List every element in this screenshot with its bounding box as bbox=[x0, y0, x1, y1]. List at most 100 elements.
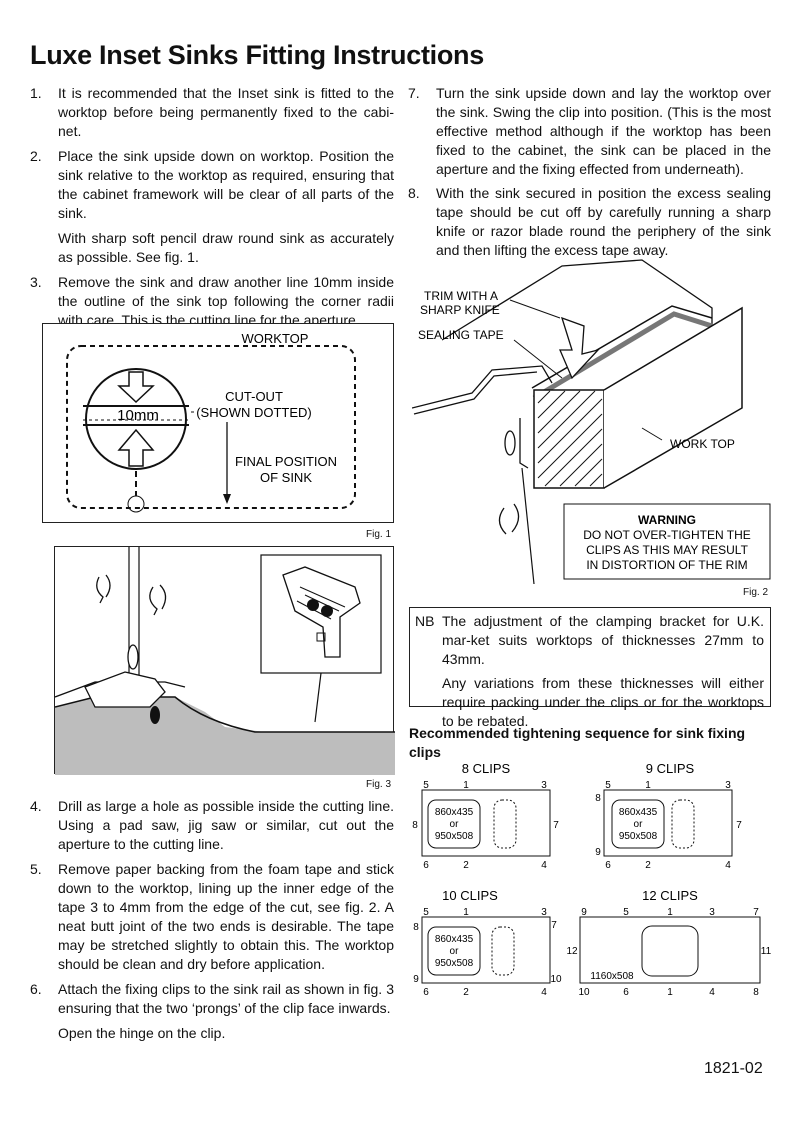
clip-number: 7 bbox=[753, 907, 759, 918]
sink-size: 860x435 bbox=[435, 807, 474, 818]
fig2-worktop-label: WORK TOP bbox=[670, 437, 735, 451]
sequence-title: 12 CLIPS bbox=[642, 888, 698, 903]
clip-number: 7 bbox=[551, 920, 557, 931]
step-text: It is recommended that the Inset sink is… bbox=[58, 85, 394, 139]
clip-number: 1 bbox=[463, 907, 469, 918]
clip-number: 11 bbox=[761, 946, 772, 957]
fig2-warning-title: WARNING bbox=[638, 513, 696, 527]
nb-line-2: Any variations from these thicknesses wi… bbox=[442, 675, 764, 729]
clip-number: 5 bbox=[605, 780, 611, 791]
clip-number: 2 bbox=[463, 860, 469, 871]
step-text: Remove paper backing from the foam tape … bbox=[58, 861, 394, 972]
step-number: 5. bbox=[30, 861, 42, 877]
step-6: 6. Attach the fixing clips to the sink r… bbox=[30, 980, 394, 1018]
step-number: 4. bbox=[30, 798, 42, 814]
step-number: 3. bbox=[30, 274, 42, 290]
clip-number: 9 bbox=[595, 847, 601, 858]
page-title: Luxe Inset Sinks Fitting Instructions bbox=[30, 40, 484, 70]
sink-size-or: or bbox=[450, 819, 460, 830]
clip-number: 6 bbox=[605, 860, 611, 871]
figure-3-diagram bbox=[54, 547, 395, 775]
clip-number: 9 bbox=[581, 907, 587, 918]
step-number: 2. bbox=[30, 148, 42, 164]
sequence-10-clips: 10 CLIPS 860x435 or 950x508 5 1 3 8 7 9 … bbox=[413, 888, 562, 998]
step-8: 8. With the sink secured in position the… bbox=[408, 184, 771, 260]
step-text: Place the sink upside down on worktop. P… bbox=[58, 148, 394, 221]
step-number: 8. bbox=[408, 185, 420, 201]
nb-text: The adjustment of the clamping bracket f… bbox=[442, 612, 764, 736]
clip-number: 3 bbox=[709, 907, 715, 918]
clip-number: 5 bbox=[423, 780, 429, 791]
step-4: 4. Drill as large a hole as possible ins… bbox=[30, 797, 394, 854]
sequence-8-clips: 8 CLIPS 860x435 or 950x508 5 1 3 8 7 6 2… bbox=[412, 761, 559, 871]
fig1-worktop-label: WORKTOP bbox=[242, 331, 309, 346]
fig2-sealing-label: SEALING TAPE bbox=[418, 328, 504, 342]
clip-number: 8 bbox=[412, 820, 418, 831]
nb-note: NB The adjustment of the clamping bracke… bbox=[409, 607, 771, 729]
sink-size: 1160x508 bbox=[590, 971, 634, 982]
step-number: 6. bbox=[30, 981, 42, 997]
step-6-note: Open the hinge on the clip. bbox=[58, 1025, 226, 1041]
clip-number: 9 bbox=[413, 974, 419, 985]
step-number: 7. bbox=[408, 85, 420, 101]
clip-number: 8 bbox=[413, 922, 419, 933]
clip-number: 7 bbox=[736, 820, 742, 831]
clip-number: 4 bbox=[541, 987, 547, 998]
step-2: 2. Place the sink upside down on worktop… bbox=[30, 147, 394, 223]
fig1-final-sublabel: OF SINK bbox=[260, 470, 312, 485]
fig1-final-label: FINAL POSITION bbox=[235, 454, 337, 469]
sequence-12-clips: 12 CLIPS 1160x508 9 5 1 3 7 12 11 10 6 1… bbox=[566, 888, 771, 998]
clip-number: 8 bbox=[595, 793, 601, 804]
clip-number: 1 bbox=[463, 780, 469, 791]
clip-number: 4 bbox=[725, 860, 731, 871]
figure-2-label: Fig. 2 bbox=[743, 587, 769, 598]
left-steps: 1. It is recommended that the Inset sink… bbox=[30, 84, 394, 330]
step-text: Turn the sink upside down and lay the wo… bbox=[436, 85, 771, 177]
figure-3 bbox=[54, 546, 395, 775]
clip-number: 1 bbox=[667, 987, 673, 998]
step-text: Drill as large a hole as possible inside… bbox=[58, 798, 394, 852]
sequence-heading: Recommended tightening sequence for sink… bbox=[409, 725, 746, 760]
fig1-dimension: 10mm bbox=[117, 407, 159, 424]
step-7: 7. Turn the sink upside down and lay the… bbox=[408, 84, 771, 179]
nb-line-1: The adjustment of the clamping bracket f… bbox=[442, 613, 764, 667]
clip-number: 10 bbox=[550, 974, 562, 985]
right-steps: 7. Turn the sink upside down and lay the… bbox=[408, 84, 771, 260]
clip-number: 3 bbox=[725, 780, 731, 791]
clip-number: 5 bbox=[423, 907, 429, 918]
clip-number: 1 bbox=[667, 907, 673, 918]
sequence-9-clips: 9 CLIPS 860x435 or 950x508 5 1 3 8 7 9 6… bbox=[595, 761, 742, 871]
clip-number: 3 bbox=[541, 907, 547, 918]
clip-number: 4 bbox=[541, 860, 547, 871]
figure-1: WORKTOP 10mm CUT-OUT (SHOWN DOTTED) FINA… bbox=[42, 323, 394, 523]
sink-size-or: or bbox=[450, 946, 460, 957]
fig1-cutout-sublabel: (SHOWN DOTTED) bbox=[196, 405, 312, 420]
clip-number: 10 bbox=[578, 987, 590, 998]
sink-size-or: or bbox=[634, 819, 644, 830]
clip-number: 6 bbox=[623, 987, 629, 998]
clip-number: 2 bbox=[463, 987, 469, 998]
fig2-warning-line-1: DO NOT OVER-TIGHTEN THE bbox=[583, 528, 751, 542]
clip-number: 6 bbox=[423, 987, 429, 998]
step-text: Attach the fixing clips to the sink rail… bbox=[58, 981, 394, 1016]
step-5: 5. Remove paper backing from the foam ta… bbox=[30, 860, 394, 974]
fig2-trim-label: TRIM WITH A bbox=[424, 289, 498, 303]
clip-number: 1 bbox=[645, 780, 651, 791]
clip-number: 4 bbox=[709, 987, 715, 998]
clip-number: 6 bbox=[423, 860, 429, 871]
fig2-trim-sublabel: SHARP KNIFE bbox=[420, 303, 500, 317]
step-1: 1. It is recommended that the Inset sink… bbox=[30, 84, 394, 141]
figure-2: TRIM WITH A SHARP KNIFE SEALING TAPE WOR… bbox=[411, 258, 772, 585]
step-text: Remove the sink and draw another line 10… bbox=[58, 274, 394, 328]
clip-number: 7 bbox=[553, 820, 559, 831]
step-2-note: With sharp soft pencil draw round sink a… bbox=[58, 230, 394, 265]
lower-steps: 4. Drill as large a hole as possible ins… bbox=[30, 797, 394, 1043]
figure-2-diagram: TRIM WITH A SHARP KNIFE SEALING TAPE WOR… bbox=[411, 259, 771, 585]
clip-number: 12 bbox=[566, 946, 578, 957]
step-text: With the sink secured in position the ex… bbox=[436, 185, 771, 258]
sequence-title: 8 CLIPS bbox=[462, 761, 511, 776]
step-number: 1. bbox=[30, 85, 42, 101]
document-number: 1821-02 bbox=[704, 1060, 763, 1077]
fig1-cutout-label: CUT-OUT bbox=[225, 389, 283, 404]
clip-number: 5 bbox=[623, 907, 629, 918]
